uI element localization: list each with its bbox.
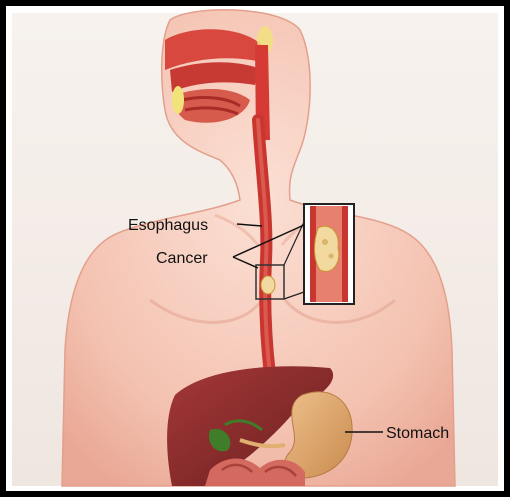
stomach-label: Stomach xyxy=(386,425,449,442)
cancer-magnified-inset xyxy=(304,204,354,304)
esophagus-label: Esophagus xyxy=(128,217,208,234)
cancer-label: Cancer xyxy=(156,250,208,267)
abdominal-organs xyxy=(167,366,352,486)
